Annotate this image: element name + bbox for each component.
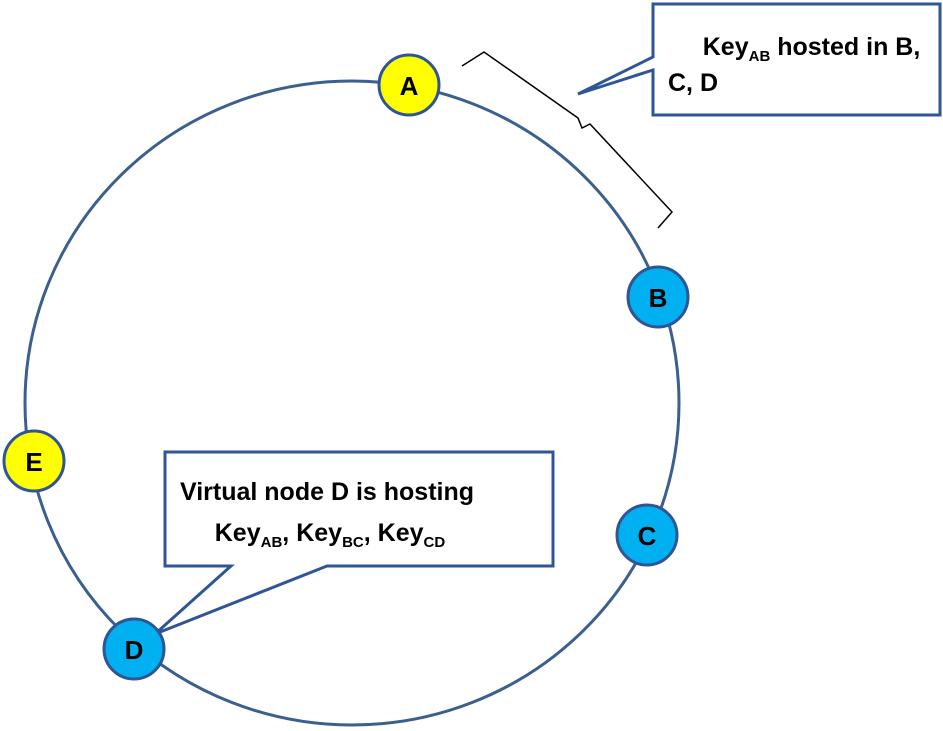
node-d: D — [102, 617, 166, 681]
svg-text:A: A — [400, 71, 419, 101]
node-e: E — [2, 429, 66, 493]
callout-top-line2: C, D — [668, 69, 718, 97]
key-range-brace — [461, 51, 674, 229]
svg-text:B: B — [649, 283, 668, 313]
callout-bottom-line2: KeyAB, KeyBC, KeyCD — [180, 519, 466, 553]
hash-ring — [23, 79, 681, 727]
callout-bottom-line1: Virtual node D is hosting — [180, 478, 474, 506]
svg-text:E: E — [25, 447, 42, 477]
callout-bottom-box — [153, 450, 555, 636]
node-b: B — [626, 265, 690, 329]
node-c: C — [615, 503, 679, 567]
callout-top-line1: KeyAB hosted in B, — [668, 33, 941, 65]
svg-text:D: D — [125, 635, 144, 665]
svg-text:C: C — [638, 521, 657, 551]
callout-top-box — [577, 2, 942, 117]
node-a: A — [377, 53, 441, 117]
